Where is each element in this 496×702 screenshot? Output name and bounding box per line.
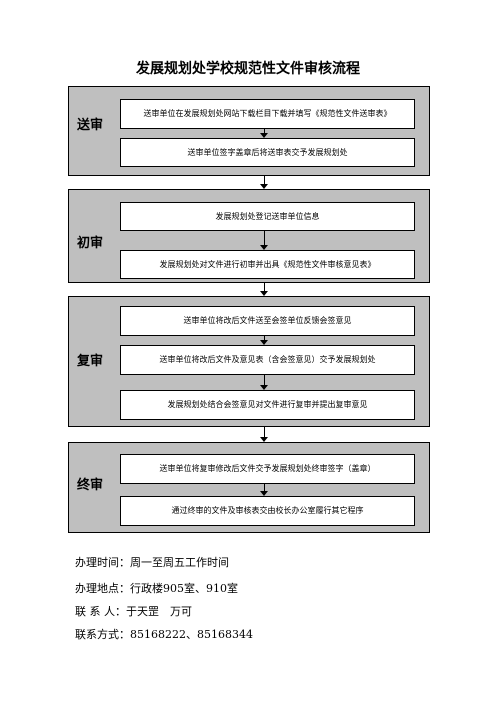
info-label: 联 系 人： bbox=[75, 605, 126, 618]
step-final-sign-stamp: 送审单位将复审修改后文件交予发展规划处终审签字（盖章） bbox=[120, 454, 415, 484]
info-value: 85168222、85168344 bbox=[130, 628, 253, 641]
info-phone: 联系方式：85168222、85168344 bbox=[75, 628, 253, 642]
stage-final-review: 终审 送审单位将复审修改后文件交予发展规划处终审签字（盖章） 通过终审的文件及审… bbox=[68, 442, 430, 533]
info-value: 于天罡 万可 bbox=[126, 605, 192, 618]
arrow-down-icon bbox=[260, 231, 269, 250]
stage-label-submit: 送审 bbox=[77, 118, 104, 133]
arrow-down-icon bbox=[260, 427, 269, 442]
arrow-down-icon bbox=[260, 336, 269, 345]
step-submit-sign-stamp: 送审单位签字盖章后将送审表交予发展规划处 bbox=[120, 138, 415, 167]
info-label: 联系方式： bbox=[75, 628, 130, 641]
arrow-down-icon bbox=[260, 484, 269, 496]
step-initial-register-info: 发展规划处登记送审单位信息 bbox=[120, 202, 415, 231]
info-contact-person: 联 系 人：于天罡 万可 bbox=[75, 605, 192, 619]
stage-initial-review: 初审 发展规划处登记送审单位信息 发展规划处对文件进行初审并出具《规范性文件审核… bbox=[68, 189, 430, 283]
step-re-review-submit-revised: 送审单位将改后文件及意见表（含会签意见）交予发展规划处 bbox=[120, 345, 415, 375]
step-re-review-countersign: 送审单位将改后文件送至会签单位反馈会签意见 bbox=[120, 306, 415, 336]
stage-re-review: 复审 送审单位将改后文件送至会签单位反馈会签意见 送审单位将改后文件及意见表（含… bbox=[68, 296, 430, 427]
step-re-review-opinion: 发展规划处结合会签意见对文件进行复审并提出复审意见 bbox=[120, 390, 415, 420]
info-label: 办理地点： bbox=[75, 582, 130, 595]
arrow-down-icon bbox=[260, 375, 269, 390]
info-value: 行政楼905室、910室 bbox=[130, 582, 238, 595]
info-location: 办理地点：行政楼905室、910室 bbox=[75, 582, 238, 596]
stage-label-re-review: 复审 bbox=[77, 354, 104, 369]
stage-label-final-review: 终审 bbox=[77, 478, 104, 493]
arrow-down-icon bbox=[260, 283, 269, 296]
info-value: 周一至周五工作时间 bbox=[130, 556, 229, 569]
page-title: 发展规划处学校规范性文件审核流程 bbox=[136, 61, 360, 77]
step-final-transfer-office: 通过终审的文件及审核表交由校长办公室履行其它程序 bbox=[120, 496, 415, 526]
step-initial-issue-opinion: 发展规划处对文件进行初审并出具《规范性文件审核意见表》 bbox=[120, 250, 415, 279]
info-office-hours: 办理时间：周一至周五工作时间 bbox=[75, 556, 229, 570]
arrow-down-icon bbox=[260, 176, 269, 189]
stage-submit: 送审 送审单位在发展规划处网站下载栏目下载并填写《规范性文件送审表》 送审单位签… bbox=[68, 86, 430, 176]
stage-label-initial-review: 初审 bbox=[77, 236, 104, 251]
arrow-down-icon bbox=[260, 129, 269, 138]
step-submit-download-form: 送审单位在发展规划处网站下载栏目下载并填写《规范性文件送审表》 bbox=[120, 99, 415, 129]
info-label: 办理时间： bbox=[75, 556, 130, 569]
